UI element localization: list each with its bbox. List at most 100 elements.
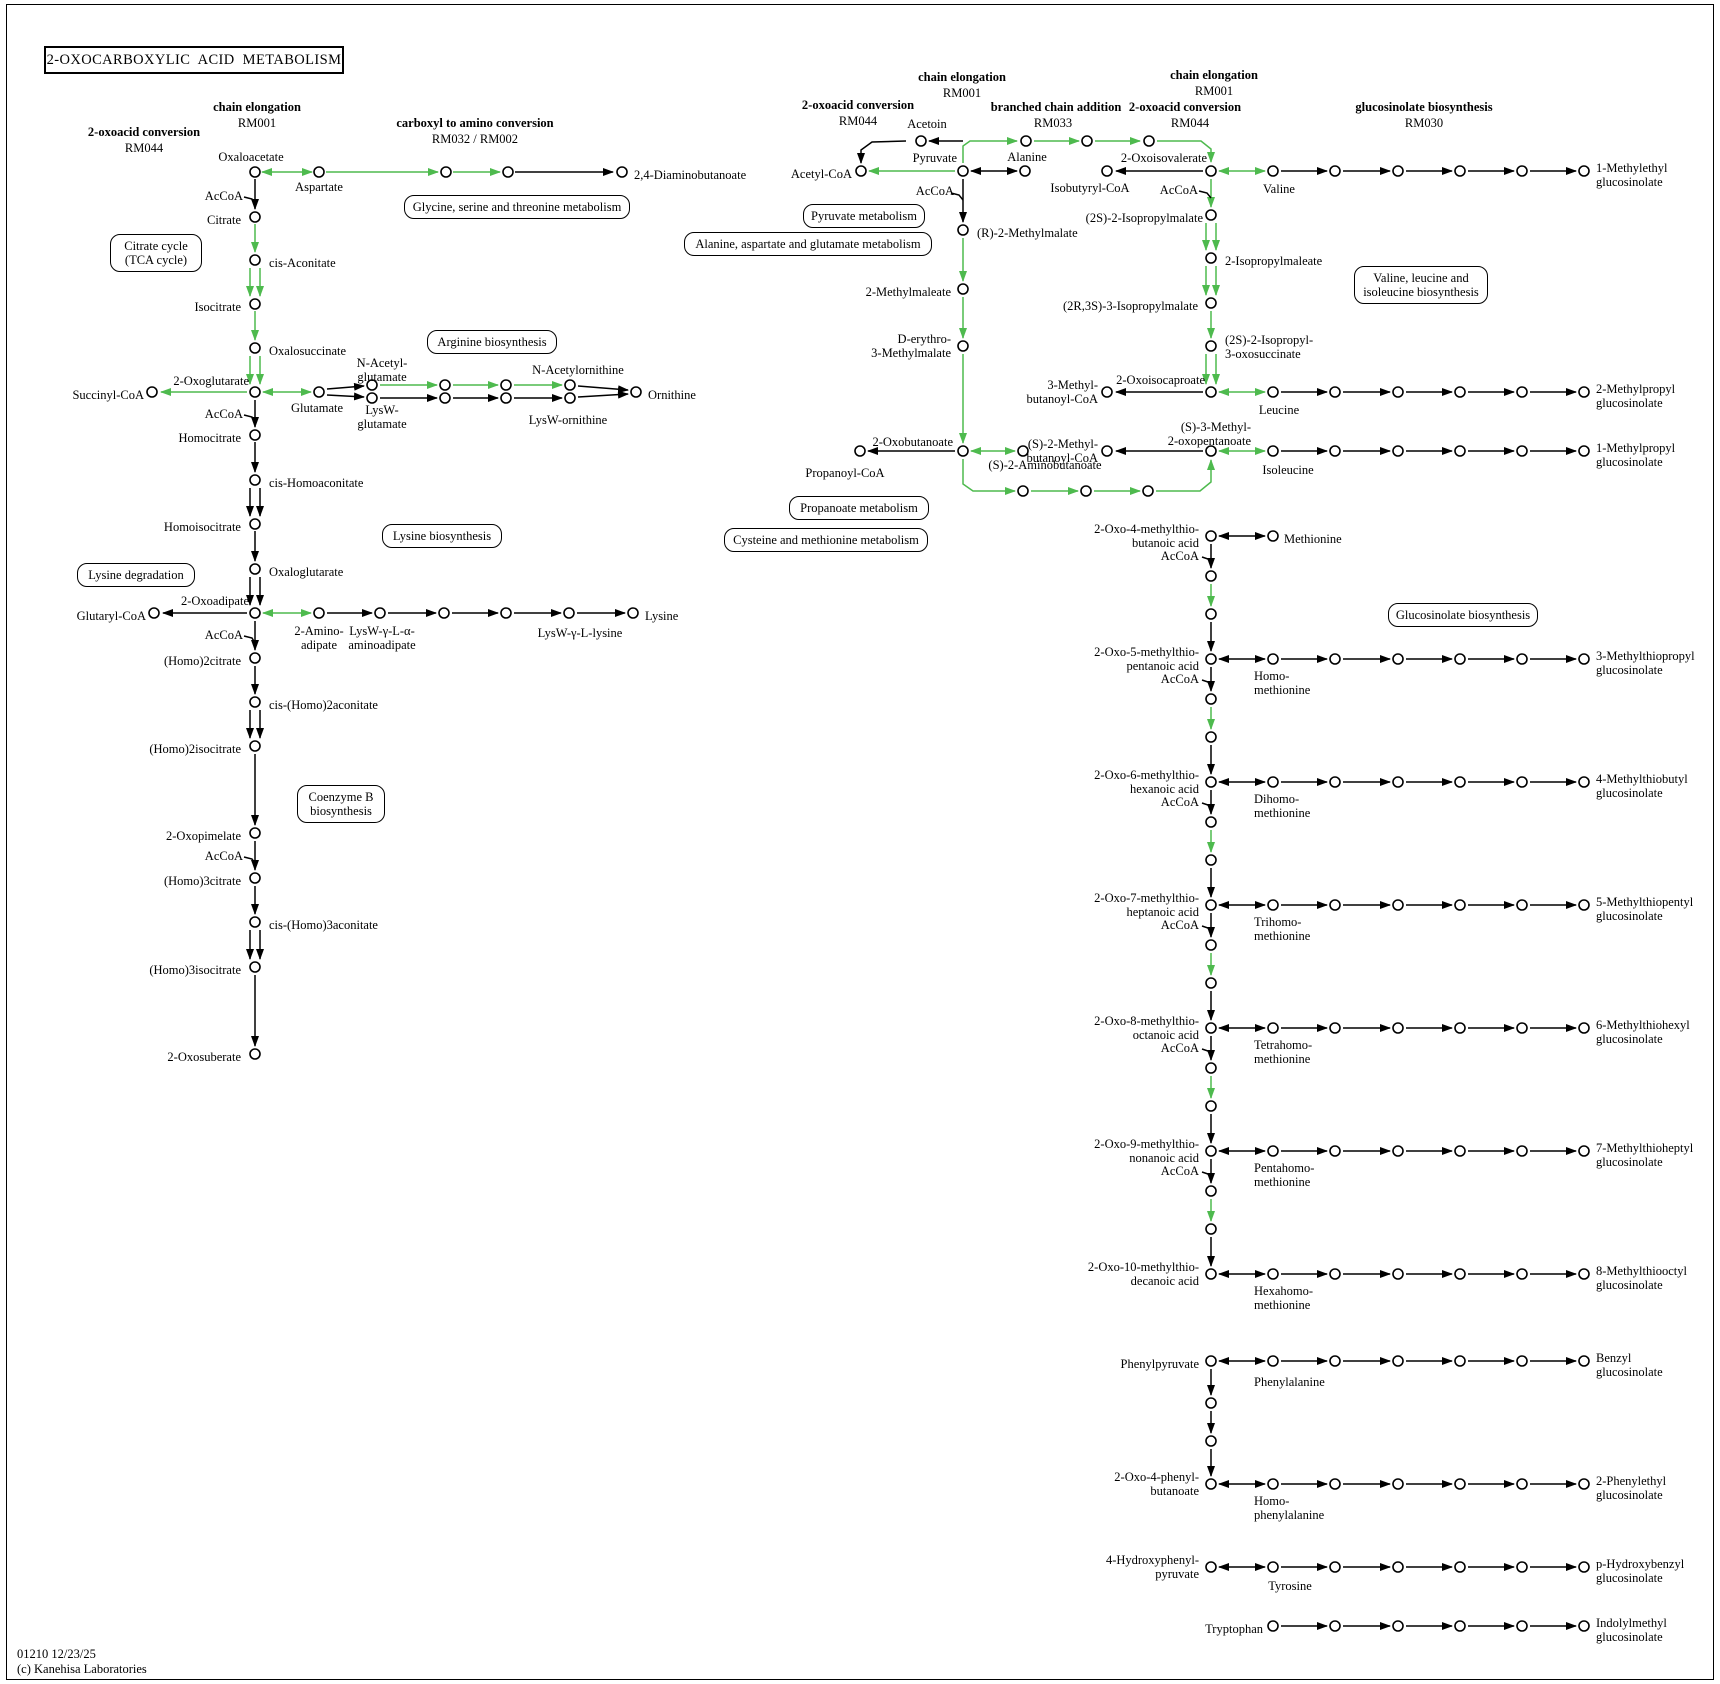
compound-node[interactable] [313, 386, 325, 398]
compound-node[interactable] [500, 607, 512, 619]
compound-node[interactable] [249, 916, 261, 928]
compound-node[interactable] [1205, 386, 1217, 398]
compound-node[interactable] [627, 607, 639, 619]
compound-node[interactable] [146, 386, 158, 398]
compound-node[interactable] [500, 379, 512, 391]
pathway-link-box[interactable]: Alanine, aspartate and glutamate metabol… [684, 232, 932, 256]
compound-node[interactable] [1578, 1268, 1590, 1280]
compound-node[interactable] [1392, 1022, 1404, 1034]
compound-node[interactable] [439, 379, 451, 391]
compound-node[interactable] [1101, 165, 1113, 177]
compound-node[interactable] [1205, 1022, 1217, 1034]
compound-node[interactable] [1392, 1145, 1404, 1157]
compound-node[interactable] [249, 652, 261, 664]
compound-node[interactable] [1329, 1478, 1341, 1490]
compound-node[interactable] [1267, 776, 1279, 788]
compound-node[interactable] [1516, 386, 1528, 398]
compound-node[interactable] [1267, 530, 1279, 542]
compound-node[interactable] [1392, 165, 1404, 177]
compound-node[interactable] [1205, 1062, 1217, 1074]
pathway-link-box[interactable]: Arginine biosynthesis [427, 330, 557, 354]
compound-node[interactable] [500, 392, 512, 404]
compound-node[interactable] [1516, 165, 1528, 177]
compound-node[interactable] [1578, 1145, 1590, 1157]
compound-node[interactable] [1267, 1355, 1279, 1367]
compound-node[interactable] [1454, 653, 1466, 665]
compound-node[interactable] [1205, 653, 1217, 665]
compound-node[interactable] [1454, 1561, 1466, 1573]
pathway-link-box[interactable]: Citrate cycle(TCA cycle) [110, 234, 202, 272]
compound-node[interactable] [1392, 386, 1404, 398]
compound-node[interactable] [1267, 1561, 1279, 1573]
compound-node[interactable] [1205, 939, 1217, 951]
compound-node[interactable] [1329, 1355, 1341, 1367]
compound-node[interactable] [1143, 135, 1155, 147]
compound-node[interactable] [1080, 485, 1092, 497]
compound-node[interactable] [1516, 1355, 1528, 1367]
pathway-link-box[interactable]: Glucosinolate biosynthesis [1388, 603, 1538, 627]
compound-node[interactable] [249, 474, 261, 486]
compound-node[interactable] [1329, 165, 1341, 177]
compound-node[interactable] [1392, 1561, 1404, 1573]
compound-node[interactable] [249, 827, 261, 839]
compound-node[interactable] [1578, 386, 1590, 398]
compound-node[interactable] [855, 165, 867, 177]
compound-node[interactable] [1329, 1561, 1341, 1573]
compound-node[interactable] [1454, 1268, 1466, 1280]
compound-node[interactable] [915, 135, 927, 147]
compound-node[interactable] [249, 386, 261, 398]
compound-node[interactable] [249, 254, 261, 266]
compound-node[interactable] [1267, 1620, 1279, 1632]
compound-node[interactable] [1205, 1145, 1217, 1157]
compound-node[interactable] [249, 518, 261, 530]
compound-node[interactable] [438, 607, 450, 619]
compound-node[interactable] [1205, 1478, 1217, 1490]
compound-node[interactable] [1578, 445, 1590, 457]
compound-node[interactable] [616, 166, 628, 178]
compound-node[interactable] [1329, 445, 1341, 457]
compound-node[interactable] [1142, 485, 1154, 497]
compound-node[interactable] [1267, 1145, 1279, 1157]
compound-node[interactable] [1101, 386, 1113, 398]
compound-node[interactable] [1578, 1620, 1590, 1632]
compound-node[interactable] [1578, 1561, 1590, 1573]
compound-node[interactable] [1267, 899, 1279, 911]
pathway-link-box[interactable]: Lysine degradation [77, 563, 195, 587]
compound-node[interactable] [1329, 776, 1341, 788]
compound-node[interactable] [1454, 386, 1466, 398]
compound-node[interactable] [1516, 899, 1528, 911]
compound-node[interactable] [1205, 731, 1217, 743]
compound-node[interactable] [1205, 570, 1217, 582]
compound-node[interactable] [439, 392, 451, 404]
compound-node[interactable] [1578, 653, 1590, 665]
pathway-link-box[interactable]: Lysine biosynthesis [382, 524, 502, 548]
compound-node[interactable] [1081, 135, 1093, 147]
compound-node[interactable] [1205, 899, 1217, 911]
compound-node[interactable] [1205, 1435, 1217, 1447]
compound-node[interactable] [249, 342, 261, 354]
compound-node[interactable] [1205, 1185, 1217, 1197]
compound-node[interactable] [1454, 445, 1466, 457]
compound-node[interactable] [1392, 776, 1404, 788]
compound-node[interactable] [249, 166, 261, 178]
compound-node[interactable] [1454, 899, 1466, 911]
compound-node[interactable] [249, 607, 261, 619]
compound-node[interactable] [957, 224, 969, 236]
compound-node[interactable] [1205, 165, 1217, 177]
compound-node[interactable] [1205, 1223, 1217, 1235]
compound-node[interactable] [564, 379, 576, 391]
compound-node[interactable] [249, 1048, 261, 1060]
compound-node[interactable] [1392, 653, 1404, 665]
pathway-link-box[interactable]: Glycine, serine and threonine metabolism [404, 195, 630, 219]
compound-node[interactable] [1454, 1022, 1466, 1034]
pathway-link-box[interactable]: Propanoate metabolism [789, 496, 929, 520]
compound-node[interactable] [1329, 653, 1341, 665]
compound-node[interactable] [366, 392, 378, 404]
compound-node[interactable] [1392, 1268, 1404, 1280]
compound-node[interactable] [249, 429, 261, 441]
compound-node[interactable] [1329, 1620, 1341, 1632]
compound-node[interactable] [1205, 1397, 1217, 1409]
compound-node[interactable] [1205, 854, 1217, 866]
